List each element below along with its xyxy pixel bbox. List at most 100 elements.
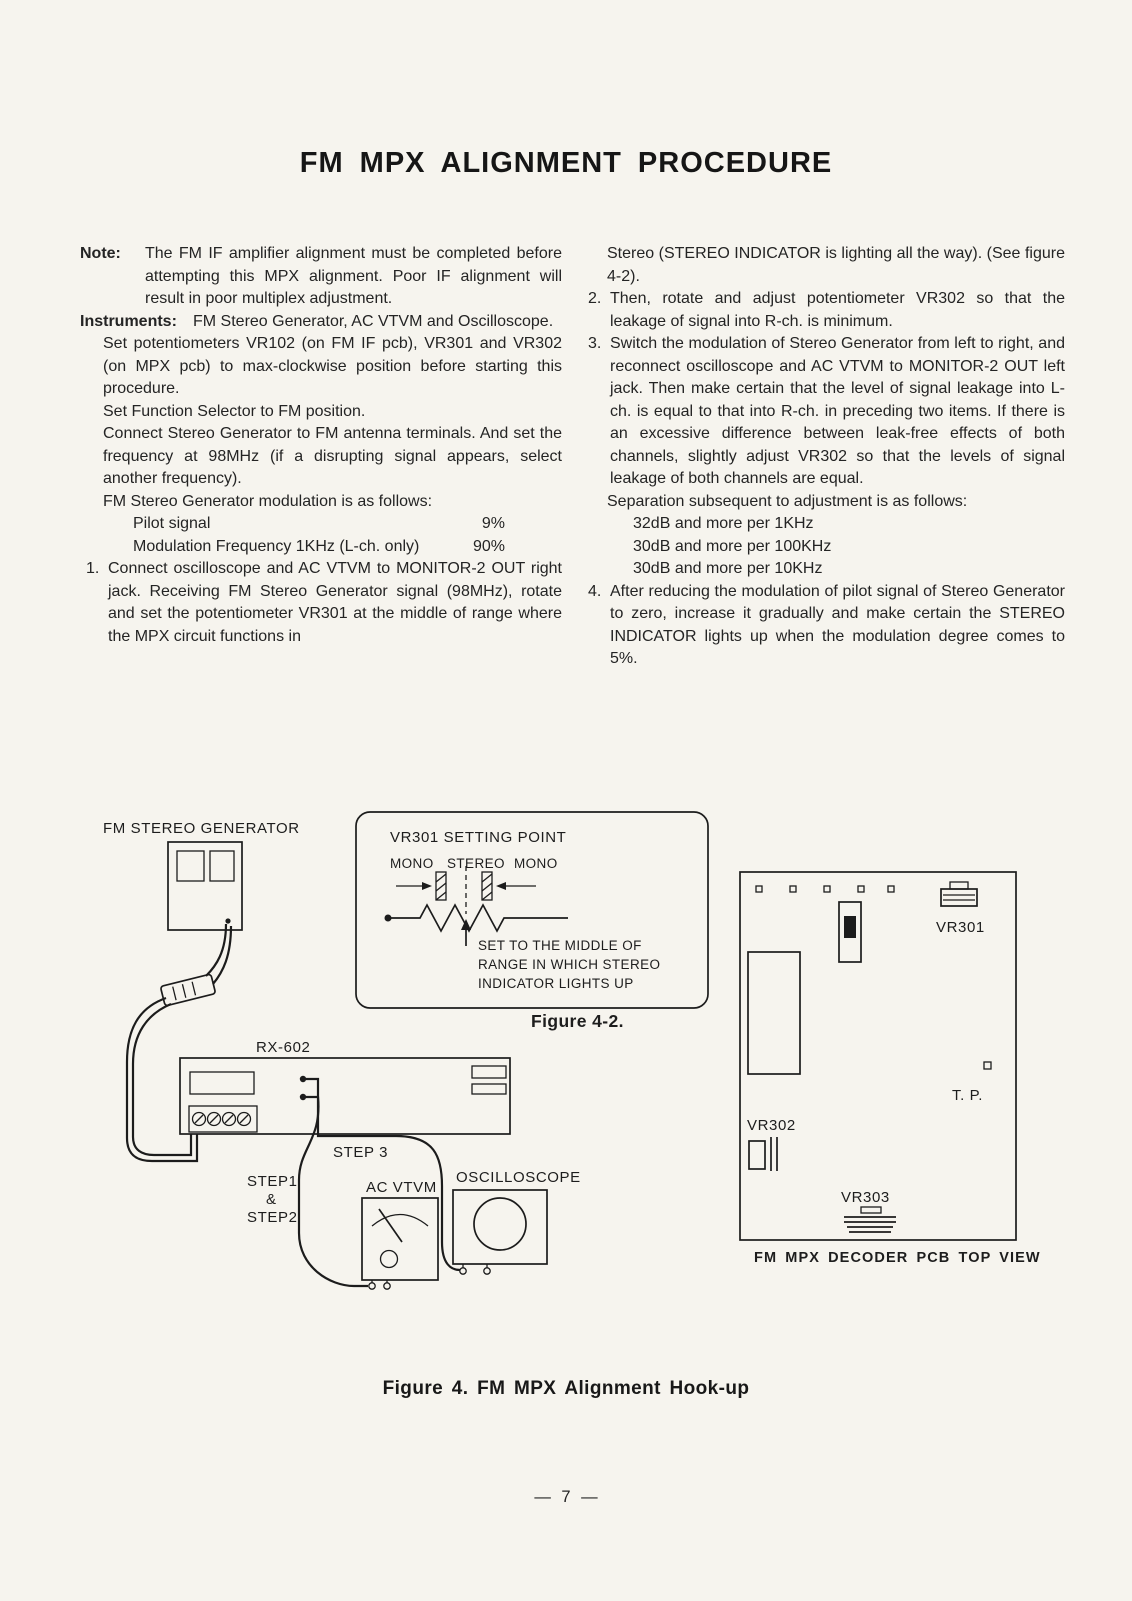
pilot-signal-row: Pilot signal 9%	[133, 513, 505, 536]
vtvm-meter-scale	[371, 1213, 429, 1227]
fm-stereo-generator: FM STEREO GENERATOR	[103, 820, 300, 931]
pcb-pad	[857, 885, 865, 893]
antenna-cable	[125, 923, 233, 1163]
vr303-trimmer-tab	[860, 1206, 882, 1214]
antenna-terminal	[191, 1111, 207, 1127]
vr301-setting-point-label: VR301 SETTING POINT	[390, 829, 566, 846]
receiver-panel-right-2	[471, 1083, 507, 1095]
step3-label: STEP 3	[333, 1144, 388, 1161]
receiver-panel-right-1	[471, 1065, 507, 1079]
vtvm-knob	[379, 1249, 399, 1269]
cable-step1-2	[297, 1095, 368, 1288]
receiver-box	[179, 1057, 511, 1135]
page-number: — 7 —	[534, 1488, 598, 1506]
pcb-outline	[739, 871, 1017, 1241]
step-item-3-text: Switch the modulation of Stereo Generato…	[610, 335, 1065, 487]
pcb-pad	[887, 885, 895, 893]
step-item-4: 4. After reducing the modulation of pilo…	[588, 581, 1065, 671]
monitor2-out-right-jack	[299, 1075, 307, 1083]
set-middle-line1: SET TO THE MIDDLE OF	[478, 938, 642, 953]
step12-label-line2: &	[266, 1191, 277, 1208]
vr301-label: VR301	[936, 919, 985, 936]
generator-box	[167, 841, 243, 931]
receiver-terminal-strip	[188, 1105, 258, 1133]
vtvm-input-terminal	[368, 1282, 376, 1290]
step-item-2: 2. Then, rotate and adjust potentiometer…	[588, 288, 1065, 333]
rx602-label: RX-602	[256, 1039, 310, 1056]
generator-output-jack	[225, 918, 231, 924]
monitor2-out-left-jack	[299, 1093, 307, 1101]
separation-intro: Separation subsequent to adjustment is a…	[607, 492, 968, 510]
instruments-text: FM Stereo Generator, AC VTVM and Oscillo…	[193, 312, 554, 330]
step-item-1-number: 1.	[86, 560, 100, 577]
step-item-4-text: After reducing the modulation of pilot s…	[610, 582, 1065, 668]
figure-4-2-caption: Figure 4-2.	[531, 1011, 624, 1031]
pcb-pad	[755, 885, 763, 893]
separation-spec-3: 30dB and more per 10KHz	[633, 560, 823, 577]
receiver-rx602: RX-602	[179, 1039, 511, 1135]
pcb-large-component	[747, 951, 801, 1075]
test-point-pad	[983, 1061, 992, 1070]
step12-label-line3: STEP2	[247, 1209, 298, 1226]
separation-spec-2: 30dB and more per 100KHz	[633, 537, 832, 555]
step-item-1-text: Connect oscilloscope and AC VTVM to MONI…	[108, 560, 562, 645]
potentiometer-symbol	[388, 903, 568, 933]
cable-step3	[306, 1077, 461, 1272]
vtvm-input-terminal	[383, 1282, 391, 1290]
fm-stereo-generator-label: FM STEREO GENERATOR	[103, 820, 300, 837]
left-column: Note: The FM IF amplifier alignment must…	[80, 243, 562, 648]
step-labels: STEP 3 STEP1 & STEP2	[247, 1144, 388, 1226]
test-point-label: T. P.	[952, 1087, 983, 1104]
cable-plug	[160, 973, 216, 1007]
mono-left-label: MONO	[390, 856, 434, 871]
antenna-terminal	[206, 1111, 222, 1127]
setup-paragraph-4: FM Stereo Generator modulation is as fol…	[103, 492, 433, 510]
generator-window-right	[209, 850, 235, 882]
setup-paragraph-1: Set potentiometers VR102 (on FM IF pcb),…	[103, 335, 562, 397]
ac-vtvm: AC VTVM	[361, 1179, 439, 1290]
note-label: Note:	[80, 245, 121, 262]
set-middle-line3: INDICATOR LIGHTS UP	[478, 976, 634, 991]
mpx-decoder-pcb: VR301 T. P. VR302 VR303 FM MPX DECODER P…	[739, 871, 1040, 1266]
right-stop-hatch	[481, 871, 493, 901]
vr302-trimmer	[748, 1140, 766, 1170]
antenna-terminal	[221, 1111, 237, 1127]
modulation-row: Modulation Frequency 1KHz (L-ch. only) 9…	[133, 536, 505, 559]
pcb-switch	[838, 901, 862, 963]
mono-right-label: MONO	[514, 856, 558, 871]
pcb-pad	[823, 885, 831, 893]
step-item-4-number: 4.	[588, 582, 602, 600]
antenna-terminal	[236, 1111, 252, 1127]
scope-input-terminal	[459, 1267, 467, 1275]
vtvm-needle	[378, 1208, 403, 1243]
setup-paragraph-2: Set Function Selector to FM position.	[103, 402, 366, 420]
scope-box	[452, 1189, 548, 1265]
oscilloscope-label: OSCILLOSCOPE	[456, 1169, 581, 1186]
left-stop-hatch	[435, 871, 447, 901]
page-title: FM MPX ALIGNMENT PROCEDURE	[299, 147, 833, 179]
note-block: Note: The FM IF amplifier alignment must…	[80, 243, 562, 311]
separation-spec-1: 32dB and more per 1KHz	[633, 515, 814, 532]
instruments-block: Instruments: FM Stereo Generator, AC VTV…	[80, 311, 562, 334]
receiver-dial-window	[189, 1071, 255, 1095]
note-text: The FM IF amplifier alignment must be co…	[145, 245, 562, 307]
callout-box	[355, 811, 709, 1009]
generator-window-left	[176, 850, 205, 882]
vr301-trimmer	[940, 888, 978, 907]
pcb-pad	[789, 885, 797, 893]
step-item-3: 3. Switch the modulation of Stereo Gener…	[588, 333, 1065, 491]
step12-label-line1: STEP1	[247, 1173, 298, 1190]
vr301-trimmer-tab	[949, 881, 969, 890]
right-column: Stereo (STEREO INDICATOR is lighting all…	[585, 243, 1065, 671]
stereo-label: STEREO	[447, 856, 505, 871]
step-item-2-text: Then, rotate and adjust potentiometer VR…	[610, 290, 1065, 330]
setup-paragraph-3: Connect Stereo Generator to FM antenna t…	[103, 425, 562, 487]
figure-4-caption: Figure 4. FM MPX Alignment Hook-up	[382, 1378, 750, 1399]
instruments-label: Instruments:	[80, 312, 177, 330]
monitor-cables	[297, 1077, 461, 1288]
modulation-label: Modulation Frequency 1KHz (L-ch. only)	[133, 537, 420, 555]
set-middle-line2: RANGE IN WHICH STEREO	[478, 957, 660, 972]
ac-vtvm-label: AC VTVM	[366, 1179, 437, 1196]
step-item-1: 1. Connect oscilloscope and AC VTVM to M…	[86, 558, 562, 648]
